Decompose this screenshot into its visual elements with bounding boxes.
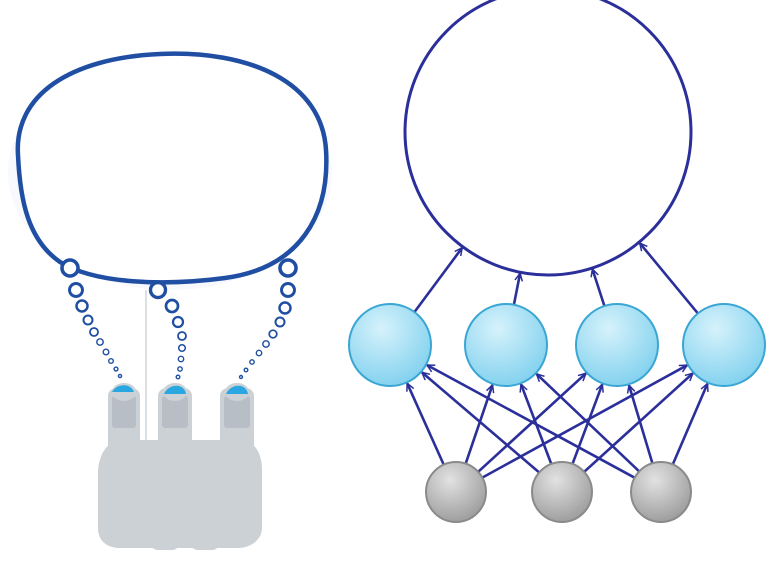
input-node-3 bbox=[630, 461, 692, 523]
hidden-node-4 bbox=[682, 303, 766, 387]
edge-input-3-to-hidden-3 bbox=[629, 385, 654, 464]
hidden-node-3 bbox=[575, 303, 659, 387]
edge-input-3-to-hidden-2 bbox=[537, 374, 641, 473]
edge-input-3-to-hidden-4 bbox=[671, 384, 708, 465]
head-highlights bbox=[112, 385, 248, 394]
thought-dot bbox=[117, 373, 123, 379]
edge-input-1-to-hidden-1 bbox=[406, 383, 445, 466]
thought-dot bbox=[164, 298, 180, 314]
thought-dot bbox=[60, 258, 80, 278]
thought-dot bbox=[89, 327, 99, 337]
thought-dot bbox=[249, 359, 255, 365]
hidden-node-1 bbox=[348, 303, 432, 387]
person-3-legs bbox=[190, 470, 220, 550]
thought-dot bbox=[82, 314, 94, 326]
input-node-1 bbox=[425, 461, 487, 523]
person-2-head-highlight bbox=[164, 385, 186, 394]
network-edges bbox=[406, 243, 708, 479]
thought-dot-trails bbox=[60, 258, 298, 380]
thought-dot bbox=[238, 374, 244, 380]
thought-dot bbox=[177, 331, 187, 341]
edge-input-3-to-hidden-1 bbox=[427, 363, 636, 479]
person-1-face bbox=[112, 396, 136, 428]
thought-dot bbox=[171, 315, 185, 329]
trail-right bbox=[238, 258, 298, 380]
thought-dot bbox=[268, 329, 278, 339]
thought-dot bbox=[262, 340, 270, 348]
edge-hidden-4-to-output bbox=[640, 243, 699, 315]
trail-middle bbox=[148, 280, 187, 380]
thought-dot bbox=[113, 366, 119, 372]
person-2 bbox=[158, 383, 192, 458]
crowd-thought-illustration bbox=[8, 51, 332, 550]
person-3 bbox=[220, 383, 254, 458]
hidden-node-2 bbox=[464, 303, 548, 387]
person-1-head-highlight bbox=[112, 385, 134, 392]
person-1-legs bbox=[110, 470, 140, 548]
thought-dot bbox=[107, 358, 114, 365]
thought-dot bbox=[148, 280, 168, 300]
person-4-legs bbox=[228, 468, 258, 544]
thought-dot bbox=[274, 316, 286, 328]
edge-hidden-2-to-output bbox=[512, 273, 520, 306]
thought-dot bbox=[75, 299, 89, 313]
network-nodes bbox=[348, 0, 766, 523]
edge-hidden-1-to-output bbox=[413, 248, 464, 313]
thought-dot bbox=[280, 282, 296, 298]
person-2-legs bbox=[150, 470, 180, 550]
thought-dot bbox=[175, 374, 181, 380]
edge-hidden-3-to-output bbox=[592, 269, 606, 307]
person-3-head-highlight bbox=[226, 385, 248, 394]
thought-dot bbox=[68, 282, 84, 298]
thought-dot bbox=[102, 348, 110, 356]
thought-dot bbox=[177, 366, 183, 372]
edge-input-2-to-hidden-1 bbox=[422, 372, 541, 474]
edge-input-1-to-hidden-2 bbox=[464, 385, 493, 465]
person-2-face bbox=[162, 396, 188, 428]
thought-bubble bbox=[15, 51, 329, 285]
thought-dot bbox=[177, 355, 185, 363]
trail-left bbox=[60, 258, 123, 379]
thought-dot bbox=[96, 338, 104, 346]
people-group bbox=[98, 383, 262, 550]
thought-dot bbox=[278, 301, 292, 315]
person-3-face bbox=[224, 396, 250, 428]
thought-dot bbox=[177, 343, 187, 353]
thought-dot bbox=[278, 258, 298, 278]
input-node-2 bbox=[531, 461, 593, 523]
output-node bbox=[403, 0, 693, 277]
person-1 bbox=[108, 383, 140, 458]
edge-input-2-to-hidden-4 bbox=[583, 373, 693, 473]
neural-network bbox=[348, 0, 766, 523]
thought-dot bbox=[255, 349, 263, 357]
edge-input-2-to-hidden-3 bbox=[571, 384, 603, 465]
thought-dot bbox=[243, 367, 249, 373]
